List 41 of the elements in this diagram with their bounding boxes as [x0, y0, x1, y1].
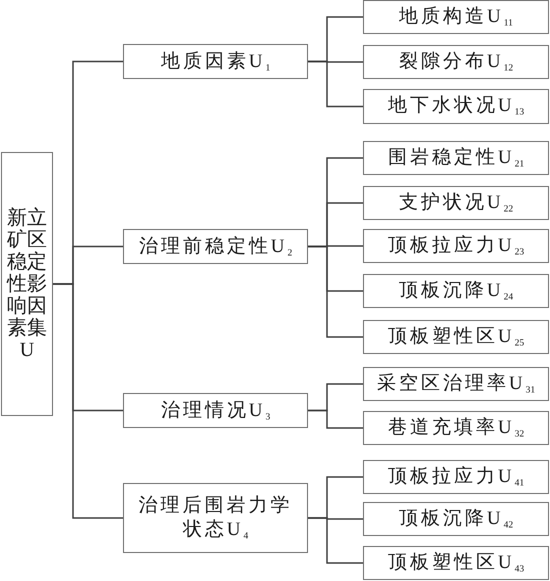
- factor-box: [123, 393, 308, 428]
- connector-line: [308, 60, 363, 108]
- factor-label: 顶板拉应力U$_{41}$: [388, 466, 524, 488]
- factor-label: 裂隙分布U$_{12}$: [398, 50, 514, 74]
- factor-box: [363, 546, 549, 580]
- factor-label: 顶板沉降U$_{24}$: [398, 280, 514, 302]
- factor-box: [363, 141, 549, 175]
- factor-box: [363, 89, 549, 124]
- factor-box: [123, 229, 308, 264]
- factor-box: [363, 274, 549, 308]
- factor-label: 治理情况U$_{3}$: [160, 398, 270, 422]
- factor-box: [123, 483, 308, 553]
- connector-line: [53, 283, 123, 519]
- factor-label: 围岩稳定性U$_{21}$: [388, 146, 524, 170]
- factor-label: 治理后围岩力学状态U$_{4}$: [138, 494, 294, 542]
- factor-box: [363, 411, 549, 445]
- factor-box: [1, 152, 53, 416]
- factor-label: 地下水状况U$_{13}$: [388, 95, 524, 118]
- connector-line: [308, 246, 363, 338]
- factor-box: [363, 320, 549, 354]
- factor-box: [363, 367, 549, 401]
- factor-box: [363, 460, 549, 494]
- factor-label: 新立矿区稳定性影响因素集U: [6, 207, 48, 361]
- connector-line: [308, 517, 363, 564]
- factor-box: [363, 229, 549, 263]
- factor-box: [363, 186, 549, 220]
- factor-box: [363, 502, 549, 536]
- factor-box: [363, 0, 549, 34]
- factor-label: 顶板拉应力U$_{23}$: [388, 234, 524, 258]
- factor-label: 支护状况U$_{22}$: [398, 192, 514, 214]
- factor-label: 顶板塑性区U$_{43}$: [388, 552, 524, 574]
- factor-box: [363, 45, 549, 79]
- factor-box: [123, 44, 308, 79]
- factor-label: 治理前稳定性U$_{2}$: [138, 234, 292, 258]
- factor-label: 巷道充填率U$_{32}$: [388, 416, 524, 440]
- factor-label: 地质因素U$_{1}$: [160, 50, 270, 74]
- factor-label: 顶板塑性区U$_{25}$: [388, 326, 524, 348]
- factor-label: 顶板沉降U$_{42}$: [398, 508, 514, 530]
- connector-line: [308, 410, 363, 429]
- factor-label: 地质构造U$_{11}$: [399, 6, 513, 28]
- factor-label: 采空区治理率U$_{31}$: [376, 372, 536, 396]
